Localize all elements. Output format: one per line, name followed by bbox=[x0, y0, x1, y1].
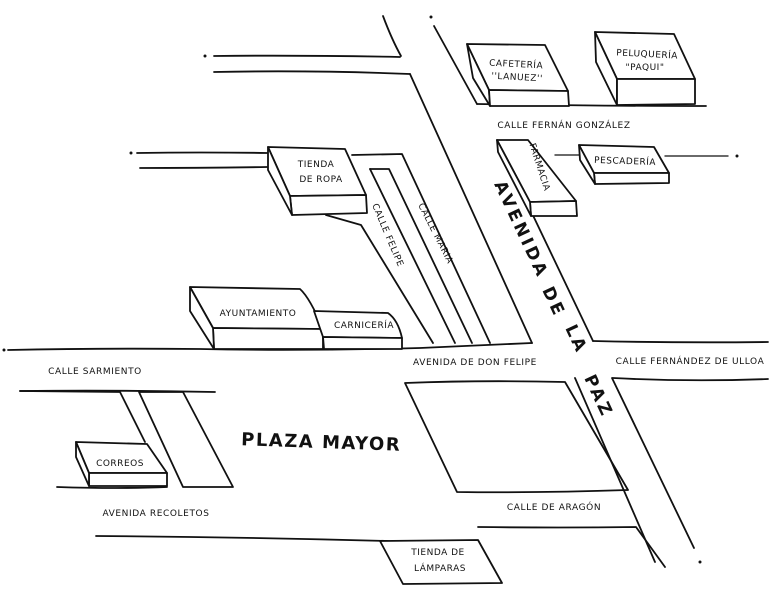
label-avenida-recoletos: Avenida Recoletos bbox=[102, 509, 209, 519]
building-cafeteria[interactable]: Cafetería ''Lanuez'' bbox=[466, 43, 570, 107]
building-tienda-lamparas[interactable]: Tienda de Lámparas bbox=[379, 539, 503, 585]
road-end-dot bbox=[129, 151, 133, 155]
horizontal-street-bottom-right bbox=[612, 377, 769, 382]
label-calle-fernandez-ulloa: Calle Fernández de Ulloa bbox=[616, 355, 765, 367]
building-pescaderia[interactable]: Pescadería bbox=[578, 144, 670, 185]
label-plaza-mayor: Plaza Mayor bbox=[241, 429, 402, 456]
label-avenida-word2: de bbox=[537, 284, 569, 321]
farmacia-front bbox=[529, 200, 578, 217]
label-calle-fernan-gonzalez: Calle Fernán González bbox=[497, 119, 630, 131]
peluqueria-label-line1: Peluquería bbox=[616, 46, 679, 61]
peluqueria-label-line2: "Paqui" bbox=[626, 63, 665, 73]
ropa-street-top bbox=[136, 151, 268, 154]
upper-street bbox=[203, 54, 411, 75]
pescaderia-side bbox=[578, 144, 596, 185]
correos-blocks bbox=[19, 390, 234, 489]
road-end-dot bbox=[698, 560, 702, 564]
avenue-left-edge-top bbox=[382, 15, 402, 57]
building-ayuntamiento[interactable]: Ayuntamiento bbox=[189, 286, 324, 350]
tienda-ropa-label-line2: de ropa bbox=[299, 175, 343, 185]
plaza-block-right bbox=[404, 380, 629, 494]
tienda-ropa-front bbox=[289, 194, 368, 216]
ayuntamiento-side bbox=[189, 286, 215, 350]
road-end-dot bbox=[429, 15, 433, 19]
road-end-dot bbox=[735, 154, 739, 158]
horizontal-street-top-right bbox=[592, 340, 769, 344]
cafeteria-front bbox=[488, 89, 570, 107]
building-tienda-ropa[interactable]: Tienda de ropa bbox=[267, 146, 368, 216]
carniceria-front bbox=[322, 336, 403, 350]
ropa-street-bottom bbox=[139, 166, 268, 169]
correos-side-block bbox=[138, 391, 234, 488]
ayuntamiento-label: Ayuntamiento bbox=[220, 309, 297, 319]
tienda-ropa-label-line1: Tienda bbox=[297, 160, 335, 170]
road-end-dot bbox=[2, 348, 6, 352]
tienda-ropa-side bbox=[267, 146, 293, 216]
label-calle-maria: Calle Maria bbox=[415, 202, 454, 266]
calle-maria-outer-edge bbox=[351, 153, 491, 344]
building-correos[interactable]: Correos bbox=[75, 441, 168, 487]
upper-street-top-edge bbox=[213, 54, 401, 58]
avenue-left-edge-bottom bbox=[574, 377, 656, 563]
label-calle-sarmiento: Calle Sarmiento bbox=[48, 367, 142, 377]
building-carniceria[interactable]: Carnicería bbox=[313, 310, 403, 350]
calle-felipe-inner-left bbox=[369, 168, 456, 344]
avenue-right-edge-bottom bbox=[611, 377, 695, 549]
label-calle-de-aragon: Calle de Aragón bbox=[507, 501, 601, 513]
carniceria-label: Carnicería bbox=[334, 319, 394, 331]
upper-street-bottom-edge bbox=[213, 70, 411, 75]
road-end-dot bbox=[203, 54, 207, 58]
peluqueria-front bbox=[616, 78, 696, 106]
correos-side bbox=[75, 441, 90, 487]
building-farmacia[interactable]: Farmacia bbox=[496, 139, 578, 217]
tienda-lamparas-roof bbox=[379, 539, 503, 585]
ropa-street bbox=[129, 151, 268, 169]
avenue-right-edge-top bbox=[433, 25, 478, 105]
avenue-left-edge-mid bbox=[409, 73, 533, 344]
ayuntamiento-front bbox=[212, 327, 324, 350]
correos-front bbox=[88, 472, 168, 487]
aragon-bottom-right bbox=[477, 526, 666, 568]
correos-label: Correos bbox=[96, 459, 144, 469]
building-peluqueria[interactable]: Peluquería "Paqui" bbox=[594, 31, 696, 106]
pescaderia-front bbox=[593, 172, 670, 185]
calle-felipe-left-edge bbox=[325, 214, 434, 344]
correos-block-top bbox=[19, 390, 146, 443]
recoletos-bottom-edge bbox=[95, 535, 389, 542]
cafeteria-label-line2: ''Lanuez'' bbox=[491, 72, 543, 85]
label-avenida-word4: Paz bbox=[579, 372, 616, 422]
tienda-lamparas-label-line1: Tienda de bbox=[410, 548, 464, 558]
bottom-streets bbox=[95, 526, 666, 568]
felipe-maria-block bbox=[325, 153, 491, 344]
calle-felipe-inner-block bbox=[369, 168, 473, 344]
cafeteria-label-line1: Cafetería bbox=[489, 57, 544, 72]
label-avenida-don-felipe: Avenida de Don Felipe bbox=[413, 358, 537, 368]
tienda-lamparas-label-line2: Lámparas bbox=[414, 562, 466, 574]
label-calle-felipe: Calle Felipe bbox=[369, 202, 405, 268]
plaza-mayor-area bbox=[404, 380, 629, 494]
farmacia-side bbox=[496, 139, 532, 217]
pescaderia-label: Pescadería bbox=[594, 154, 657, 168]
correos-block-bottom bbox=[56, 486, 168, 489]
